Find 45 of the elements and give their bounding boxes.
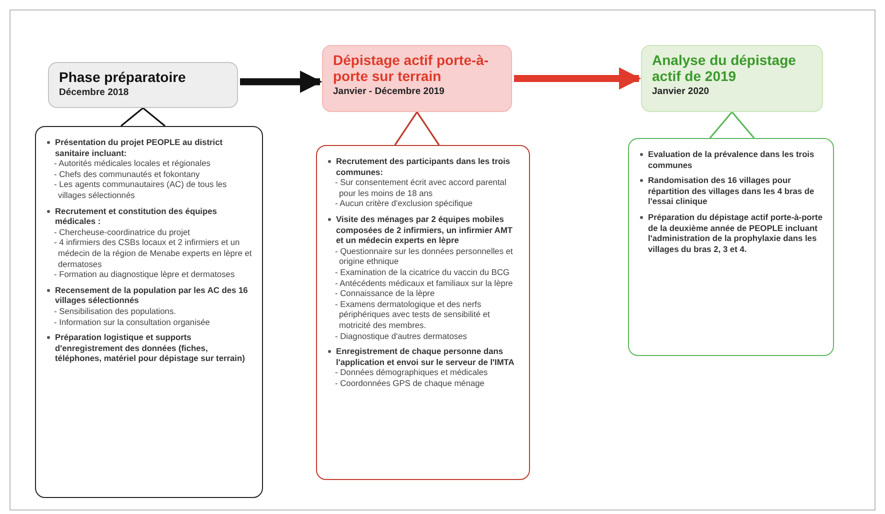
list-item: - Questionnaire sur les données personnelles et origine ethnique [334,246,514,267]
phase-box [322,45,512,112]
list-heading: Recensement de la population par les AC des 16 villages sélectionnés [55,284,248,306]
date-text: Janvier 2020 [652,86,710,98]
phase-title: Phase préparatoire [59,69,187,85]
list-item: - Sur consentement écrit avec accord parental pour les moins de 18 ans [334,177,508,198]
callout-box [316,145,530,480]
list-item: - Chercheuse-coordinatrice du projet [53,226,191,238]
callout-tail [394,110,440,146]
arrow [240,70,322,93]
callout-tail [120,106,166,127]
list-heading: Recrutement et constitution des équipes médicales : [55,206,217,226]
list-item: - Information sur la consultation organisée [53,316,211,328]
list-item: - Diagnostique d'autres dermatoses [334,330,468,342]
list-heading: Préparation du dépistage actif porte-à-porte de la deuxième année de PEOPLE incluant l'administration de la prophylaxie dans les villages du bras 2, 3 et 4. [648,212,823,254]
arrow [514,67,642,90]
list-item: - Données démographiques et médicales [334,367,489,378]
list-item: - Examination de la cicatrice du vaccin du BCG [334,266,511,278]
phase-title: Dépistage actif porte-à-porte sur terrain [333,52,490,84]
date-text: Décembre 2018 [59,87,130,99]
list-heading: Préparation logistique et supports d'enregistrement des données (fiches, téléphones, matériel pour dépistage sur terrain) [55,332,245,364]
list-item: - Aucun critère d'exclusion spécifique [334,198,474,209]
list-item: - Examens dermatologique et des nerfs périphériques avec tests de sensibilité et motricité des membres. [334,298,491,330]
list-item: - Sensibilisation des populations. [53,306,177,316]
callout-box [35,126,263,498]
phase-title: Analyse du dépistage actif de 2019 [652,52,797,84]
callout-box [628,138,834,356]
list-item: - Coordonnées GPS de chaque ménage [334,378,486,388]
list-heading: Enregistrement de chaque personne dans l'application et envoi sur le serveur de l'IMTA [336,346,514,367]
list-item: - 4 infirmiers des CSBs locaux et 2 infirmiers et un médecin de la région de Menabe experts en lèpre et dermatoses [53,237,252,270]
callout-tail [709,110,755,139]
list-heading: Présentation du projet PEOPLE au district sanitaire incluant: [55,137,223,158]
phase-box [641,45,823,112]
list-heading: Randomisation des 16 villages pour répartition des villages dans les 4 bras de l'essai clinique [648,175,814,206]
phase-box [48,62,238,108]
list-item: - Antécédents médicaux et familiaux sur la lèpre [334,278,514,288]
list-item: - Autorités médicales locales et régionales [53,158,212,169]
list-heading: Recrutement des participants dans les trois communes: [336,156,510,177]
list-heading: Visite des ménages par 2 équipes mobiles composées de 2 infirmiers, un infirmier AMT et un médecin experts en lèpre [336,214,513,246]
list-heading: Evaluation de la prévalence dans les trois communes [648,149,814,170]
list-item: - Chefs des communautés et fokontany [53,168,201,180]
list-item: - Connaissance de la lèpre [334,288,436,299]
list-item: - Formation au diagnostique lèpre et dermatoses [53,269,236,280]
date-text: Janvier - Décembre 2019 [333,86,446,98]
list-item: - Les agents communautaires (AC) de tous les villages sélectionnés [53,179,228,201]
